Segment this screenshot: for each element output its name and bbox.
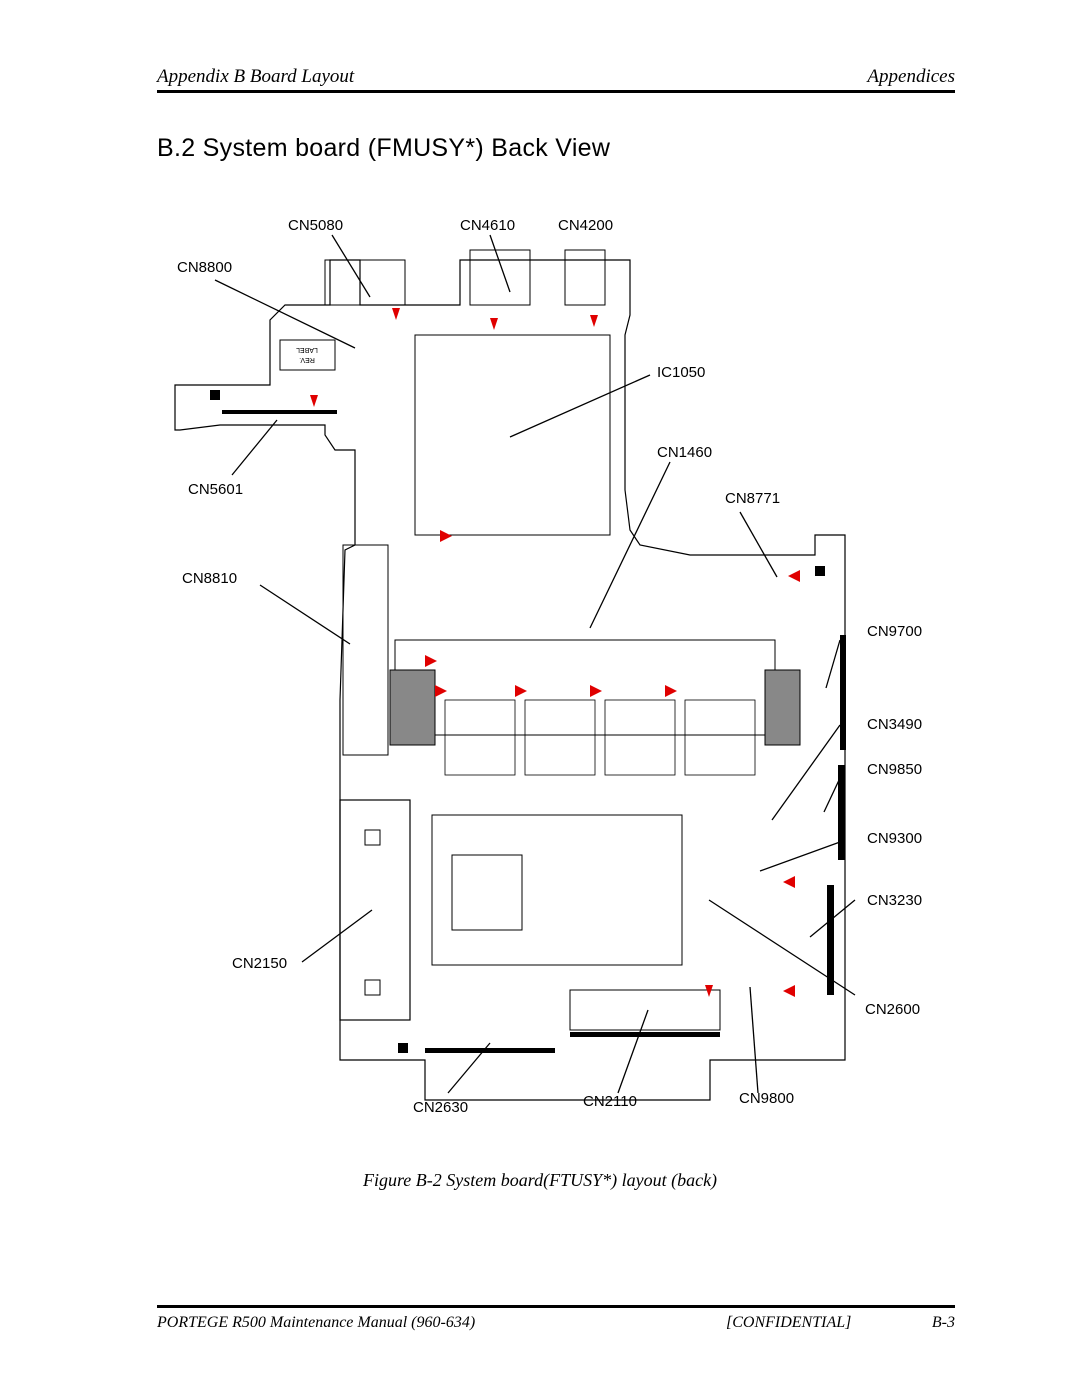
label-cn9850: CN9850 bbox=[867, 761, 922, 778]
ic1050-outline bbox=[414, 334, 611, 536]
label-cn8800: CN8800 bbox=[177, 259, 232, 276]
memory-slot-area bbox=[394, 639, 776, 736]
header-section: Appendix B Board Layout bbox=[157, 66, 355, 87]
footer-manual-title: PORTEGE R500 Maintenance Manual (960-634… bbox=[157, 1314, 476, 1331]
cn5080-outline bbox=[324, 259, 406, 306]
cn8810-outline bbox=[342, 544, 389, 756]
label-cn3230: CN3230 bbox=[867, 892, 922, 909]
label-cn2150: CN2150 bbox=[232, 955, 287, 972]
marker bbox=[440, 530, 452, 542]
label-cn9800: CN9800 bbox=[739, 1090, 794, 1107]
label-cn3490: CN3490 bbox=[867, 716, 922, 733]
cn2150-outline bbox=[339, 799, 411, 1021]
cn3230-bar bbox=[827, 885, 834, 995]
marker bbox=[515, 685, 527, 697]
label-cn8771: CN8771 bbox=[725, 490, 780, 507]
marker bbox=[705, 985, 713, 997]
label-cn2600: CN2600 bbox=[865, 1001, 920, 1018]
marker bbox=[783, 876, 795, 888]
chipset-area bbox=[431, 814, 683, 966]
marker bbox=[590, 315, 598, 327]
label-cn2630: CN2630 bbox=[413, 1099, 468, 1116]
label-ic1050: IC1050 bbox=[657, 364, 705, 381]
footer-confidential: [CONFIDENTIAL] bbox=[726, 1314, 852, 1331]
label-sticker-line2: REV. bbox=[299, 356, 315, 363]
cn5601-bar bbox=[222, 410, 337, 414]
marker bbox=[310, 395, 318, 407]
board-outline bbox=[174, 259, 846, 1101]
cn2150-pad-bottom bbox=[364, 979, 381, 996]
label-cn2110: CN2110 bbox=[583, 1093, 637, 1110]
figure-caption: Figure B-2 System board(FΤUSY*) layout (… bbox=[362, 1170, 718, 1190]
label-cn5601: CN5601 bbox=[188, 481, 243, 498]
marker bbox=[435, 685, 447, 697]
header-rule bbox=[157, 90, 955, 93]
marker bbox=[425, 655, 437, 667]
mount-point bbox=[398, 1043, 408, 1053]
label-cn4610: CN4610 bbox=[460, 217, 515, 234]
memory-chip-1 bbox=[444, 699, 516, 776]
cn2110-outline bbox=[569, 989, 721, 1031]
label-cn9300: CN9300 bbox=[867, 830, 922, 847]
marker bbox=[490, 318, 498, 330]
cn9850-bar bbox=[838, 765, 845, 860]
memory-chip-2 bbox=[524, 699, 596, 776]
cn2150-pad-top bbox=[364, 829, 381, 846]
marker bbox=[665, 685, 677, 697]
marker bbox=[783, 985, 795, 997]
cn9700-bar bbox=[840, 635, 846, 750]
label-sticker bbox=[279, 339, 336, 371]
section-title: B.2 System board (FMUSY*) Back View bbox=[157, 134, 611, 162]
chipset bbox=[451, 854, 523, 931]
marker bbox=[392, 308, 400, 320]
board-layout-figure: LABEL REV. bbox=[174, 217, 922, 1116]
cn2110-bar bbox=[570, 1032, 720, 1037]
memory-connector-left bbox=[389, 669, 436, 746]
label-cn4200: CN4200 bbox=[558, 217, 613, 234]
memory-chip-3 bbox=[604, 699, 676, 776]
marker bbox=[590, 685, 602, 697]
marker bbox=[788, 570, 800, 582]
mount-point bbox=[815, 566, 825, 576]
footer-rule bbox=[157, 1305, 955, 1308]
cn4610-outline bbox=[469, 249, 531, 306]
label-cn8810: CN8810 bbox=[182, 570, 237, 587]
label-cn5080: CN5080 bbox=[288, 217, 343, 234]
memory-connector-right bbox=[764, 669, 801, 746]
label-sticker-line1: LABEL bbox=[296, 346, 318, 353]
label-cn1460: CN1460 bbox=[657, 444, 712, 461]
cn2630-bar bbox=[425, 1048, 555, 1053]
memory-chip-4 bbox=[684, 699, 756, 776]
cn4200-outline bbox=[564, 249, 606, 306]
mount-point bbox=[210, 390, 220, 400]
footer-page-number: B-3 bbox=[931, 1314, 955, 1331]
label-cn9700: CN9700 bbox=[867, 623, 922, 640]
header-chapter: Appendices bbox=[867, 66, 955, 87]
leader-lines bbox=[214, 234, 856, 1094]
